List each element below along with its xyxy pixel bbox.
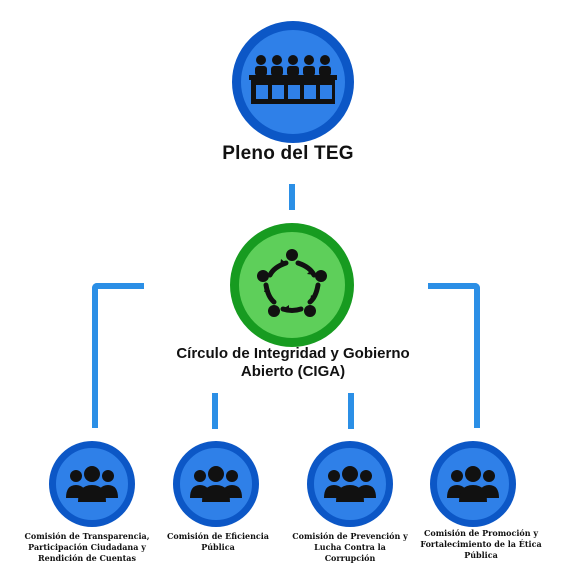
commission-label-3: Comisión de Prevención y Lucha Contra la… <box>292 531 408 563</box>
connector-right-vertical <box>474 283 480 428</box>
commission-node-4 <box>430 441 516 527</box>
commission-node-1 <box>49 441 135 527</box>
group-icon <box>447 466 499 502</box>
connector-center-left <box>212 393 218 429</box>
commission-node-2 <box>173 441 259 527</box>
council-bench-icon <box>249 55 337 104</box>
connector-left-vertical <box>92 283 98 428</box>
commission-label-1: Comisión de Transparencia, Participación… <box>24 531 150 563</box>
middle-node-circle <box>230 223 354 347</box>
commission-label-4: Comisión de Promoción y Fortalecimiento … <box>420 528 542 560</box>
connector-right-horizontal <box>428 283 480 289</box>
integrity-circle-icon <box>257 249 327 317</box>
group-icon <box>190 466 242 502</box>
middle-node-title: Círculo de Integridad y Gobierno Abierto… <box>176 345 410 380</box>
group-icon <box>324 466 376 502</box>
top-node-title: Pleno del TEG <box>222 143 354 164</box>
connector-center-right <box>348 393 354 429</box>
commission-label-2: Comisión de Eficiencia Pública <box>167 531 269 552</box>
group-icon <box>66 466 118 502</box>
connector-top <box>289 184 295 210</box>
top-node-circle <box>232 21 354 143</box>
commission-node-3 <box>307 441 393 527</box>
connector-left-horizontal <box>92 283 144 289</box>
